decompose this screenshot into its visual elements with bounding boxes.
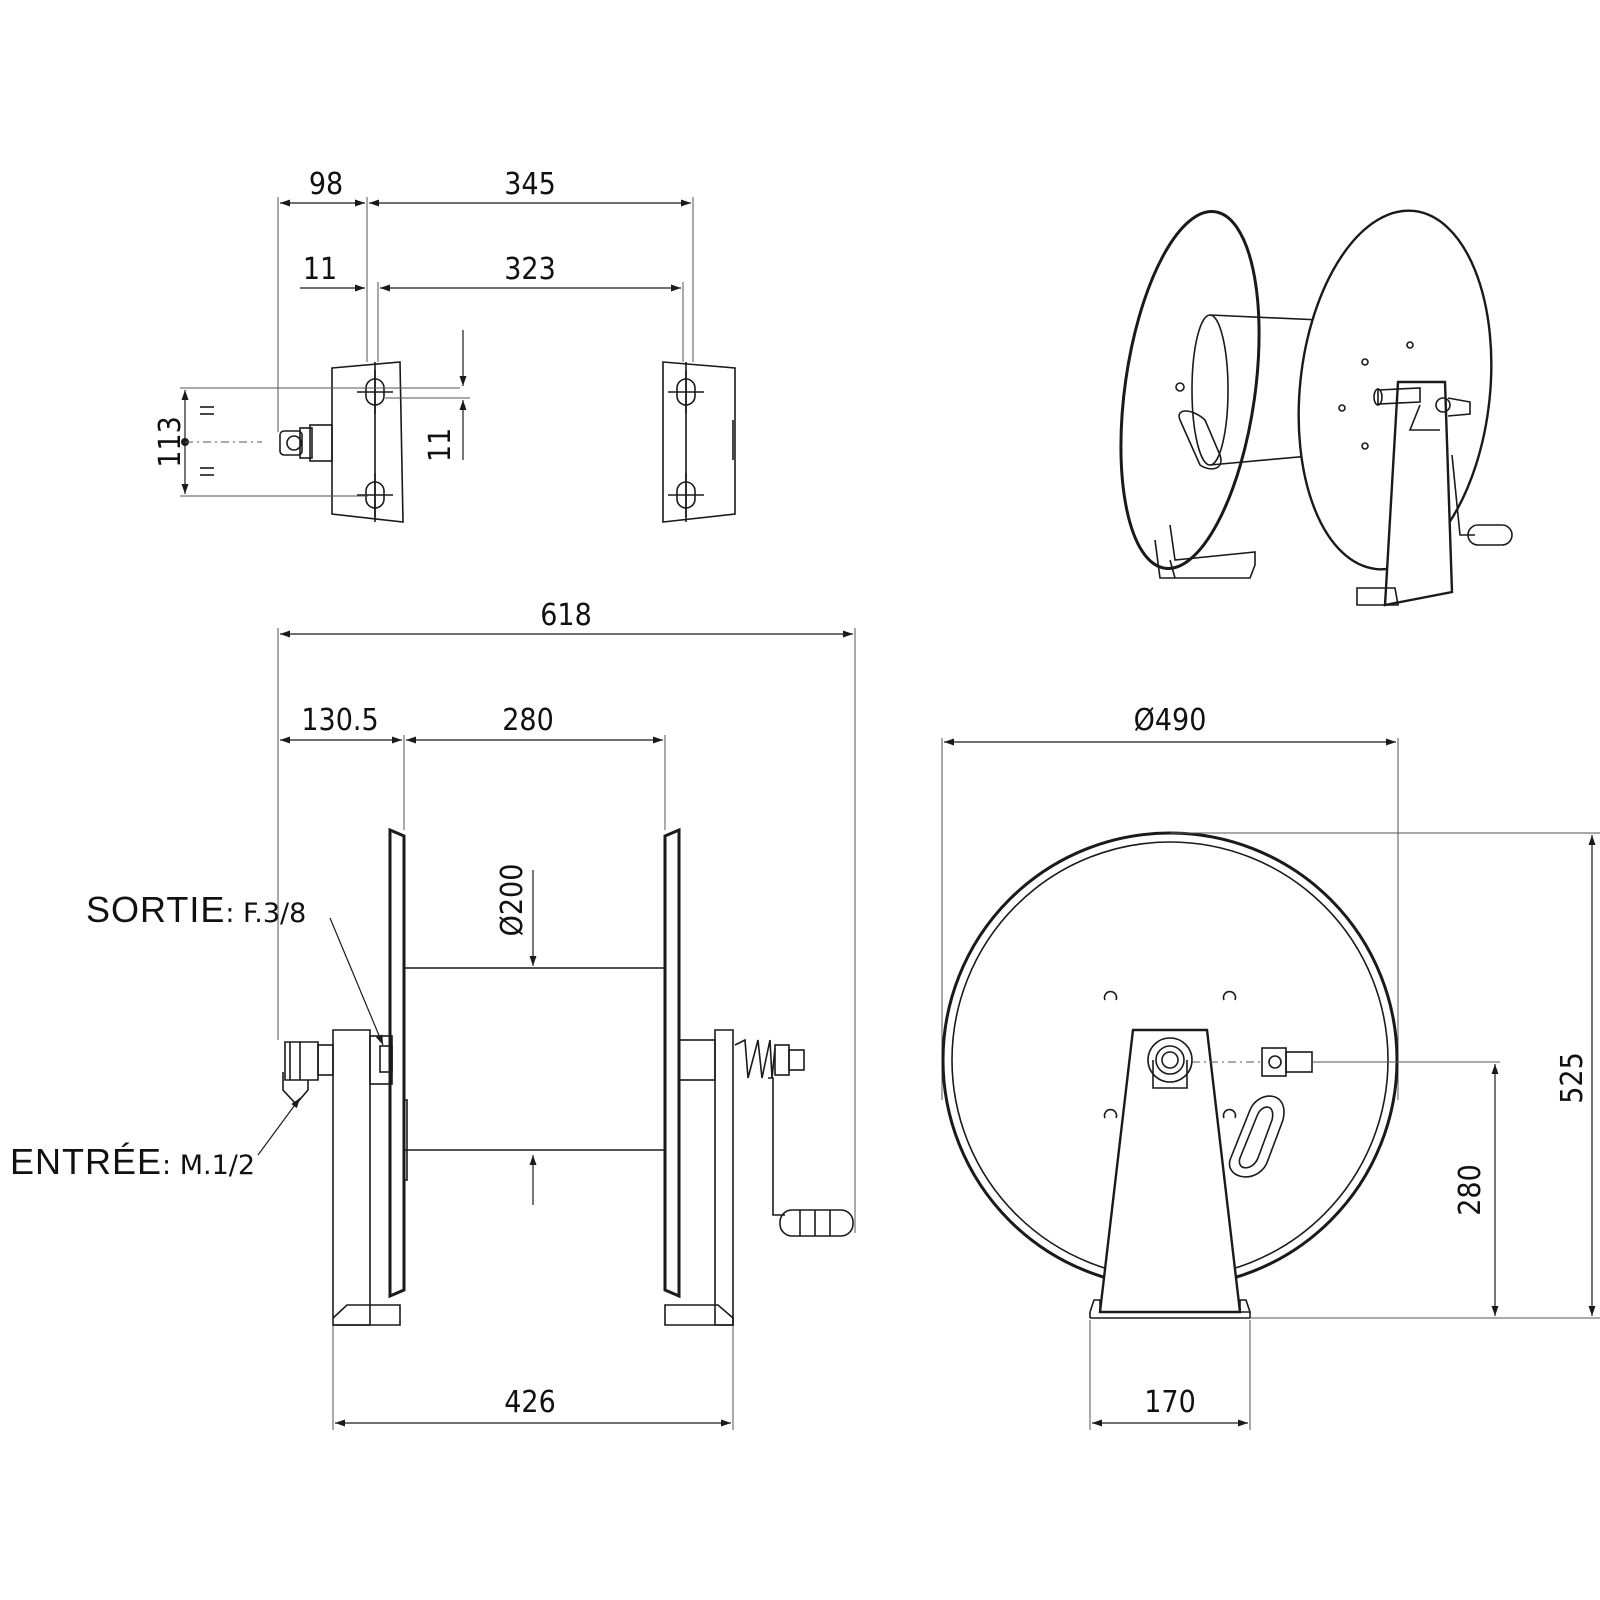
inlet-label: ENTRÉE: M.1/2 — [10, 1141, 255, 1182]
dim-345: 345 — [504, 167, 556, 202]
dim-diameter-200: Ø200 — [495, 864, 530, 937]
outlet-name: SORTIE — [86, 889, 225, 930]
dim-426: 426 — [504, 1385, 556, 1420]
dim-98: 98 — [309, 167, 343, 202]
outlet-label: SORTIE: F.3/8 — [86, 889, 306, 930]
side-view — [941, 738, 1600, 1430]
top-view — [180, 197, 736, 523]
dim-170: 170 — [1144, 1385, 1196, 1420]
dim-130-5: 130.5 — [301, 703, 378, 738]
front-view — [257, 628, 856, 1430]
inlet-name: ENTRÉE — [10, 1141, 162, 1182]
dim-280-height: 280 — [1453, 1164, 1488, 1216]
dim-diameter-490: Ø490 — [1134, 703, 1207, 738]
dim-280-drum: 280 — [502, 703, 554, 738]
dim-11-side: 11 — [423, 428, 458, 462]
isometric-view — [1119, 209, 1513, 607]
dim-113: 113 — [153, 416, 188, 468]
inlet-spec: : M.1/2 — [162, 1150, 255, 1181]
dim-618: 618 — [540, 598, 592, 633]
dim-11-top: 11 — [303, 252, 337, 287]
dim-525: 525 — [1555, 1052, 1590, 1104]
outlet-spec: : F.3/8 — [225, 898, 306, 929]
dim-323: 323 — [504, 252, 556, 287]
